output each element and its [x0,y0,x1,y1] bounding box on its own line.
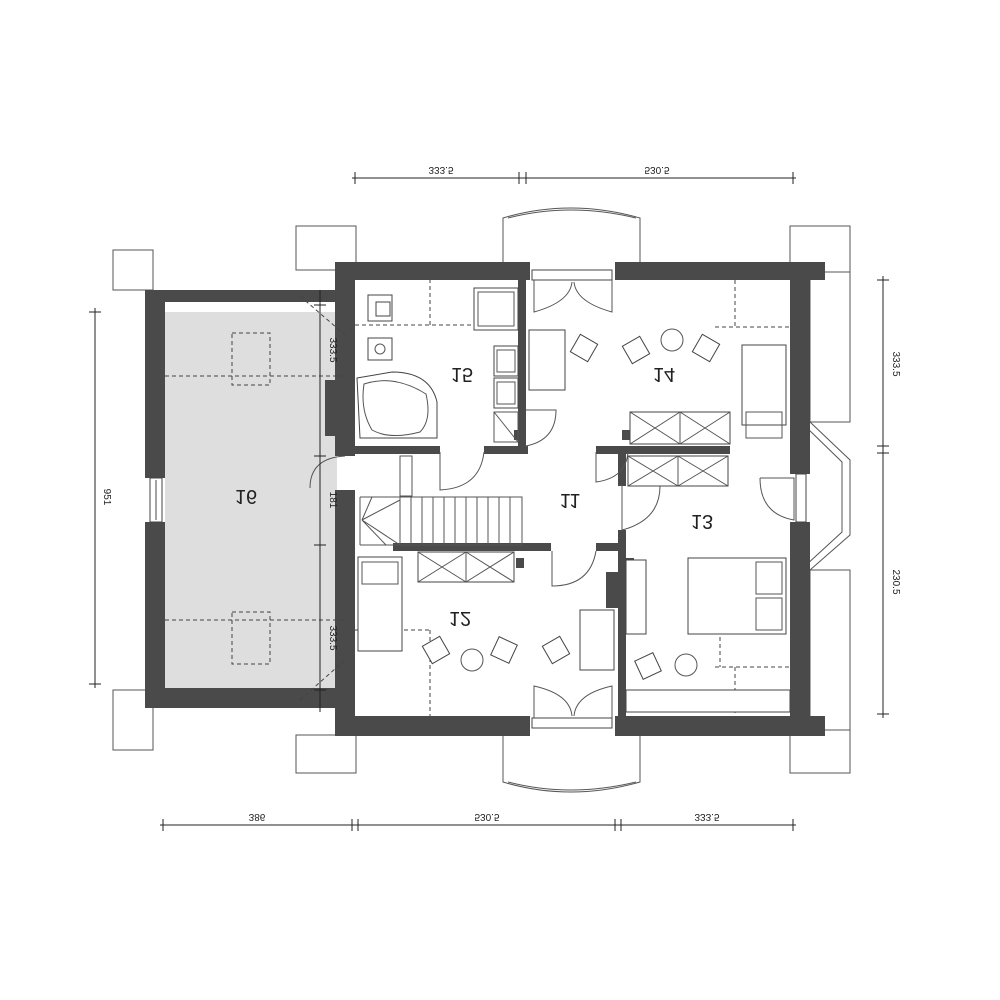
dim-inner-lower: 333.5 [327,625,338,650]
dim-bottom-left: 386 [249,811,266,822]
room-12-furniture [357,551,615,672]
dim-inner-upper: 333.5 [327,337,338,362]
dim-right-upper: 333.5 [890,351,901,376]
dim-inner-mid: 181 [327,492,338,509]
dim-left-total: 951 [101,489,112,506]
room-label-14: 14 [653,363,675,385]
dim-bottom-mid: 530.5 [474,811,499,822]
room-label-11: 11 [560,489,581,511]
dim-bottom-right: 333.5 [694,811,719,822]
room-label-16: 16 [235,485,257,507]
dim-top-left: 333.5 [428,164,453,175]
room-13-furniture [625,455,791,713]
room-label-15: 15 [451,363,473,385]
bathroom-fixtures [355,287,519,443]
openings [149,269,807,729]
room-14-furniture [528,328,787,445]
dim-top-right: 530.5 [644,164,669,175]
room-label-13: 13 [691,510,713,532]
room-16-area [165,312,345,688]
room-labels: 16 15 14 13 12 11 [235,363,713,629]
walls [145,262,825,736]
dimension-lines [89,172,889,831]
room-label-12: 12 [449,607,471,629]
dimension-labels: 333.5 530.5 386 530.5 333.5 333.5 230.5 … [101,164,901,822]
dim-right-lower: 230.5 [890,569,901,594]
staircase [359,455,523,546]
